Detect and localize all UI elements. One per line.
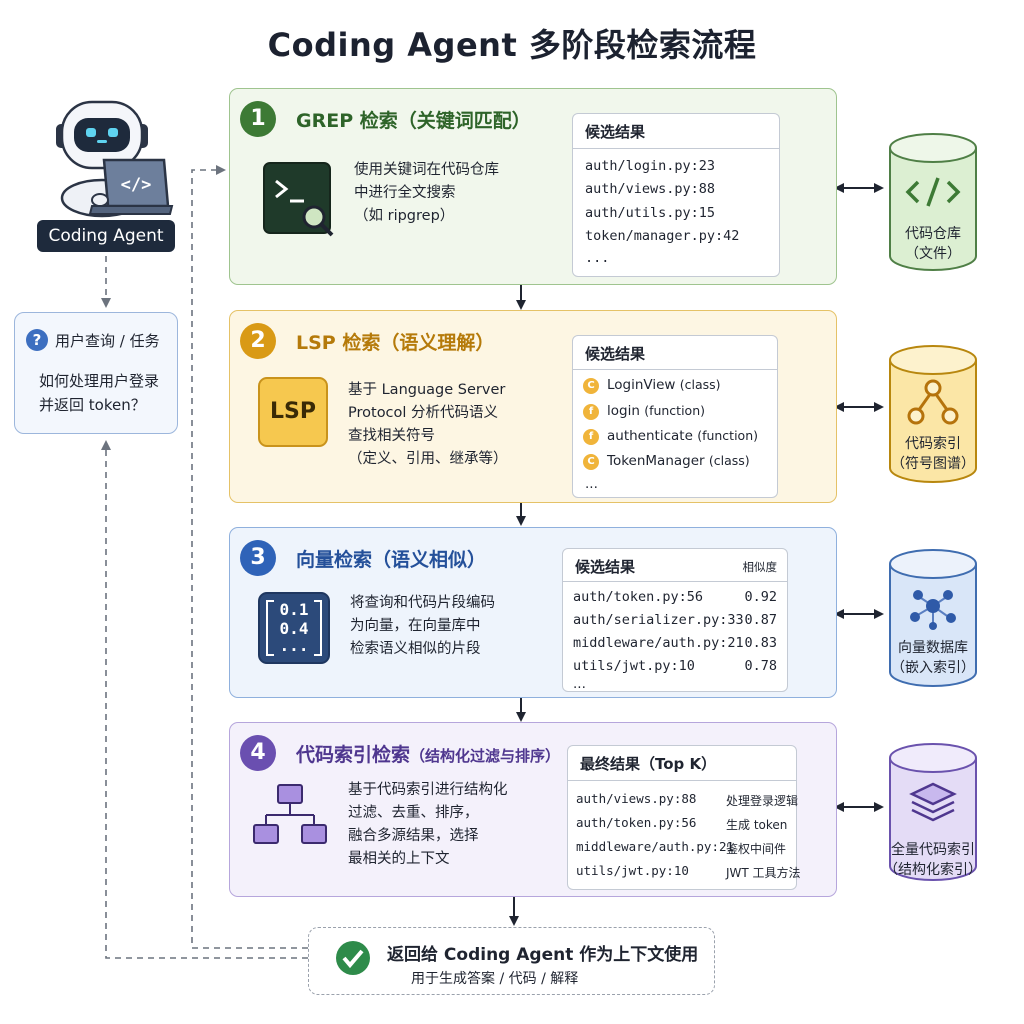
similarity-score: 0.87: [744, 612, 777, 628]
result-row: auth/utils.py:15: [585, 205, 716, 221]
result-note: 生成 token: [726, 818, 788, 832]
layers-icon: [909, 782, 957, 822]
db-label: 代码仓库（文件）: [905, 226, 961, 262]
result-row: utils/jwt.py:10: [573, 658, 695, 674]
stage-number: 3: [240, 540, 276, 576]
stage-number: 1: [240, 101, 276, 137]
result-row: auth/token.py:56: [576, 815, 697, 830]
result-sub-text: 用于生成答案 / 代码 / 解释: [411, 971, 579, 987]
query-title: 用户查询 / 任务: [55, 332, 160, 350]
stage-desc: （定义、引用、继承等）: [348, 451, 508, 467]
stage-desc: 将查询和代码片段编码: [350, 595, 495, 611]
stage-number: 2: [240, 323, 276, 359]
symbol-index-database: [889, 345, 977, 483]
stage-number: 4: [240, 735, 276, 771]
result-note: JWT 工具方法: [726, 866, 801, 880]
stage-vector: 3 向量检索（语义相似） 0.1 0.4 ... 将查询和代码片段编码 为向量，…: [229, 527, 837, 698]
stage-desc: 检索语义相似的片段: [350, 641, 481, 657]
stage-desc: Protocol 分析代码语义: [348, 405, 499, 421]
score-header: 相似度: [742, 560, 778, 574]
result-note: 鉴权中间件: [726, 842, 787, 856]
class-symbol-icon: C: [583, 454, 599, 470]
stage-desc: 中进行全文搜索: [354, 185, 456, 201]
result-row: ...: [585, 250, 610, 266]
results-more: ...: [573, 676, 586, 692]
result-to-stage1-arrow: [191, 165, 308, 949]
graph-icon: [907, 379, 959, 425]
page-title: Coding Agent 多阶段检索流程: [267, 26, 757, 64]
results-title: 最终结果（Top K）: [580, 755, 717, 773]
stage-title: 代码索引检索（结构化过滤与排序）: [296, 744, 561, 766]
results-box: 最终结果（Top K） auth/views.py:88 处理登录逻辑 auth…: [567, 745, 801, 890]
query-box: ? 用户查询 / 任务 如何处理用户登录 并返回 token？: [14, 312, 178, 434]
similarity-score: 0.83: [744, 635, 777, 651]
result-row: middleware/auth.py:21: [573, 635, 744, 651]
result-row: auth/views.py:88: [585, 181, 716, 197]
similarity-score: 0.78: [744, 658, 777, 674]
db-label: 全量代码索引（结构化索引）: [884, 842, 982, 878]
result-row: auth/login.py:23: [585, 158, 716, 174]
stage-lsp: 2 LSP 检索（语义理解） LSP 基于 Language Server Pr…: [229, 310, 837, 503]
stage-desc: 过滤、去重、排序，: [348, 805, 479, 821]
hierarchy-icon: [253, 784, 327, 844]
stage-desc: 最相关的上下文: [348, 851, 450, 867]
result-row: token/manager.py:42: [585, 228, 740, 244]
result-note: 处理登录逻辑: [726, 794, 799, 808]
db-label: 代码索引（符号图谱）: [891, 436, 975, 472]
query-line: 如何处理用户登录: [39, 372, 160, 390]
stage-index: 4 代码索引检索（结构化过滤与排序） 基于代码索引进行结构化 过滤、去重、排序，…: [229, 722, 837, 897]
result-row: auth/views.py:88: [576, 791, 697, 806]
function-symbol-icon: f: [583, 404, 599, 420]
results-box: 候选结果 auth/login.py:23 auth/views.py:88 a…: [572, 113, 780, 277]
result-row: LoginView (class): [607, 377, 721, 393]
results-box: 候选结果 相似度 auth/token.py:56 0.92 auth/seri…: [562, 548, 788, 692]
vector-database: [889, 549, 977, 687]
agent-label: Coding Agent: [37, 220, 175, 252]
result-row: auth/token.py:56: [573, 589, 704, 605]
result-row: utils/jwt.py:10: [576, 863, 689, 878]
lsp-icon: LSP: [258, 377, 328, 447]
stage-grep: 1 GREP 检索（关键词匹配） 使用关键词在代码仓库 中进行全文搜索 （如 r…: [229, 88, 837, 285]
stage-desc: 融合多源结果，选择: [348, 828, 479, 844]
stage-desc: （如 ripgrep）: [354, 208, 455, 224]
svg-text:</>: </>: [121, 175, 152, 195]
vector-icon: 0.1 0.4 ...: [258, 592, 330, 664]
code-repo-database: [889, 133, 977, 271]
results-box: 候选结果 C LoginView (class) f login (functi…: [572, 335, 778, 498]
results-title: 候选结果: [585, 345, 646, 363]
similarity-score: 0.92: [744, 589, 777, 605]
result-to-query-arrow: [101, 440, 308, 959]
results-title: 候选结果: [585, 123, 646, 141]
function-symbol-icon: f: [583, 429, 599, 445]
result-row: TokenManager (class): [607, 453, 750, 469]
result-row: auth/serializer.py:33: [573, 612, 744, 628]
result-row: login (function): [607, 403, 706, 419]
class-symbol-icon: C: [583, 378, 599, 394]
stage-desc: 基于 Language Server: [348, 382, 506, 398]
stage-title: GREP 检索（关键词匹配）: [296, 110, 531, 132]
terminal-search-icon: [263, 162, 334, 237]
stage-title: LSP 检索（语义理解）: [296, 332, 495, 354]
robot-laptop-icon: </>: [56, 100, 174, 218]
stage-title: 向量检索（语义相似）: [296, 549, 487, 571]
question-icon: ?: [26, 329, 48, 351]
results-more: ...: [585, 476, 598, 492]
vector-nodes-icon: [910, 590, 956, 630]
result-main-text: 返回给 Coding Agent 作为上下文使用: [387, 945, 699, 965]
stage-desc: 基于代码索引进行结构化: [348, 782, 508, 798]
stage-desc: 为向量，在向量库中: [350, 618, 481, 634]
full-index-database: [889, 743, 977, 881]
db-label: 向量数据库（嵌入索引）: [891, 640, 975, 676]
result-row: authenticate (function): [607, 428, 759, 444]
result-box: 返回给 Coding Agent 作为上下文使用 用于生成答案 / 代码 / 解…: [308, 927, 715, 995]
stage-desc: 使用关键词在代码仓库: [354, 162, 499, 178]
query-line: 并返回 token？: [39, 396, 146, 414]
result-row: middleware/auth.py:21: [576, 839, 735, 854]
results-title: 候选结果: [575, 558, 636, 576]
code-icon: [905, 177, 961, 207]
check-circle-icon: [336, 941, 370, 975]
stage-desc: 查找相关符号: [348, 428, 435, 444]
